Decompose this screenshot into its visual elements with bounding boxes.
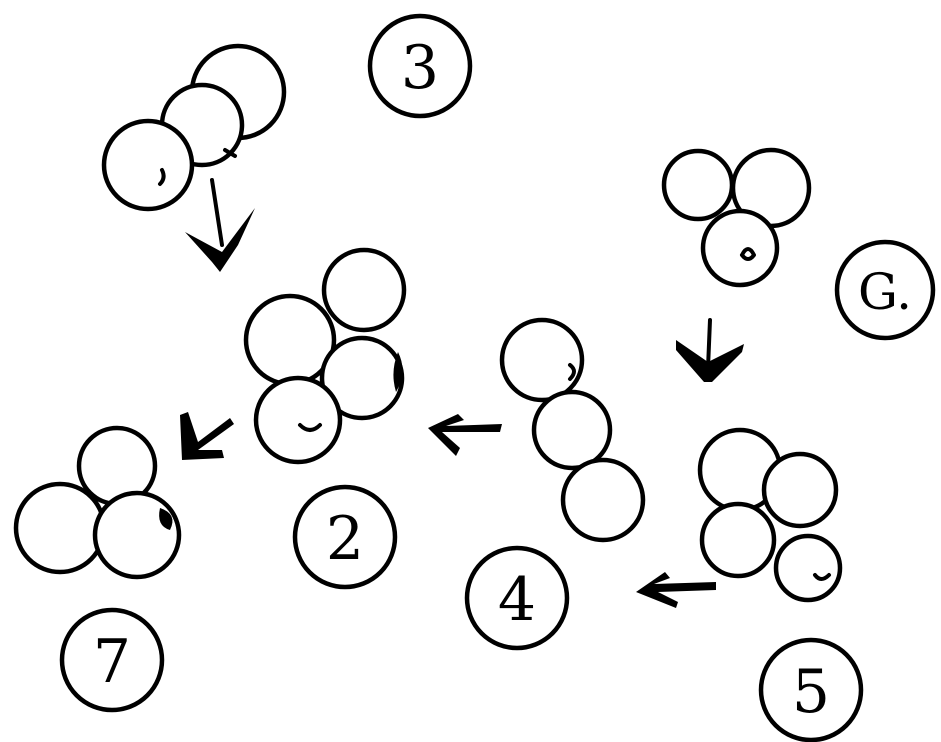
arrow-head — [428, 414, 502, 456]
cell — [13, 481, 107, 575]
cluster-6 — [661, 147, 812, 288]
arrow-head — [676, 340, 744, 382]
cell-mark — [223, 148, 237, 158]
arrow-5-to-4 — [636, 572, 716, 608]
cell-mark — [298, 423, 322, 432]
cell — [92, 490, 182, 580]
label-2: 2 — [292, 484, 398, 590]
arrow-4-to-2 — [428, 414, 502, 456]
label-7: 7 — [59, 607, 165, 713]
cluster-2 — [243, 247, 407, 465]
label-text: 7 — [93, 627, 131, 697]
cell-mark — [393, 352, 403, 392]
cell — [661, 148, 735, 222]
label-circle — [292, 484, 398, 590]
arrow-6-to-5 — [676, 318, 744, 382]
cell — [253, 375, 343, 465]
cluster-4 — [499, 317, 646, 543]
arrow-2-to-7 — [180, 412, 234, 460]
cell-mark — [568, 363, 576, 381]
cell-mark — [740, 247, 756, 261]
cell — [700, 208, 780, 288]
arrow-3-to-2 — [185, 178, 255, 272]
label-circle — [59, 607, 165, 713]
cell — [531, 389, 613, 471]
arrow-head — [180, 412, 234, 460]
cell — [761, 451, 839, 529]
cell — [319, 335, 405, 421]
cell-mark — [158, 168, 166, 186]
label-circle — [834, 239, 936, 341]
cell — [101, 118, 195, 212]
cluster-7 — [13, 425, 182, 580]
label-circle — [464, 545, 570, 651]
cell — [773, 533, 843, 603]
label-6: G. — [834, 239, 936, 341]
label-circle — [758, 637, 864, 742]
cluster-3 — [101, 43, 287, 212]
cell — [699, 501, 777, 579]
label-text: G. — [858, 263, 912, 321]
cell-mark — [159, 508, 173, 530]
label-text: 2 — [326, 504, 364, 574]
arrow-shaft — [706, 318, 712, 370]
label-5: 5 — [758, 637, 864, 742]
cell — [321, 247, 407, 333]
cell-mark — [813, 573, 831, 581]
arrow-head — [636, 572, 716, 608]
cell — [560, 457, 646, 543]
label-text: 4 — [498, 565, 536, 635]
cluster-5 — [697, 427, 843, 603]
label-3: 3 — [367, 13, 473, 119]
label-4: 4 — [464, 545, 570, 651]
cell — [499, 317, 585, 403]
arrow-head — [185, 208, 255, 272]
arrow-shaft — [210, 178, 224, 247]
label-text: 3 — [401, 33, 439, 103]
label-text: 5 — [792, 657, 830, 727]
label-circle — [367, 13, 473, 119]
